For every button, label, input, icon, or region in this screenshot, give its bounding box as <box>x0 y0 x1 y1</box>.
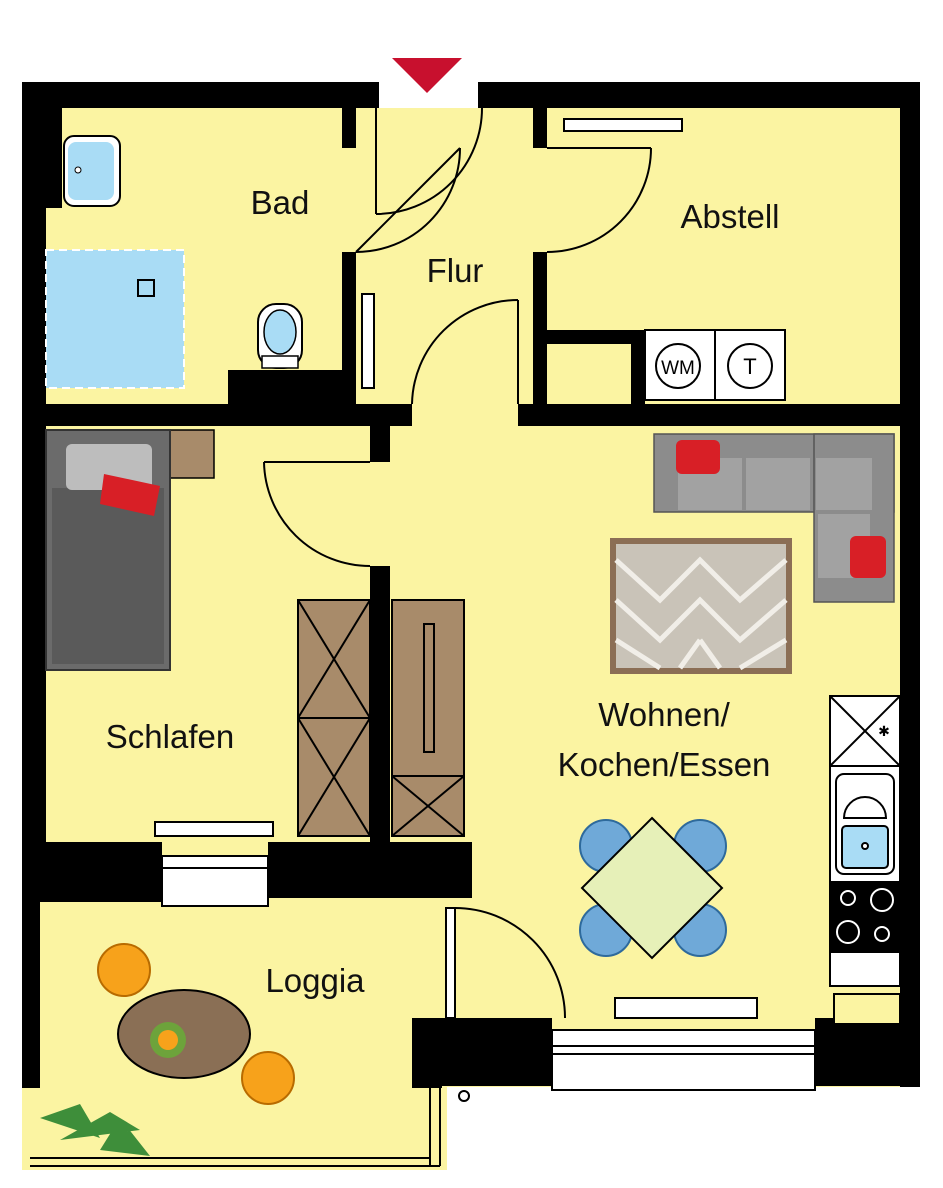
svg-text:✱: ✱ <box>878 724 890 740</box>
loggia-furniture <box>40 943 295 1156</box>
room-label-wohnen-line2: Kochen/Essen <box>558 746 771 783</box>
doors <box>263 107 652 1019</box>
loggia-railing <box>30 1086 470 1167</box>
washing-machine-icon <box>655 343 701 389</box>
room-label-flur: Flur <box>427 252 484 289</box>
room-label-schlafen: Schlafen <box>106 718 234 755</box>
kitchen: ✱ <box>829 695 901 1025</box>
radiators <box>154 118 758 1019</box>
shower-drain <box>137 279 155 297</box>
room-label-abstell: Abstell <box>680 198 779 235</box>
bath-fixtures <box>45 135 303 389</box>
bed <box>45 429 215 671</box>
sofa <box>653 433 895 603</box>
rug <box>610 538 792 674</box>
washing-machine-label: WM <box>661 358 695 379</box>
kitchen-sink-icon <box>835 773 895 875</box>
wardrobes <box>297 599 465 837</box>
walls <box>22 82 920 1088</box>
dining-set <box>579 816 727 960</box>
laundry-appliances: WM T <box>644 329 786 401</box>
entrance-triangle-icon <box>392 58 462 93</box>
dryer-icon <box>727 343 773 389</box>
room-label-loggia: Loggia <box>265 962 365 999</box>
fridge-icon: ✱ <box>829 695 901 767</box>
windows <box>161 855 816 1091</box>
shower-tray <box>45 249 185 389</box>
hob-icon <box>829 881 901 953</box>
pillow-red <box>100 474 160 516</box>
room-label-bad: Bad <box>251 184 310 221</box>
room-label-wohnen-line1: Wohnen/ <box>598 696 730 733</box>
dryer-label: T <box>743 354 756 379</box>
